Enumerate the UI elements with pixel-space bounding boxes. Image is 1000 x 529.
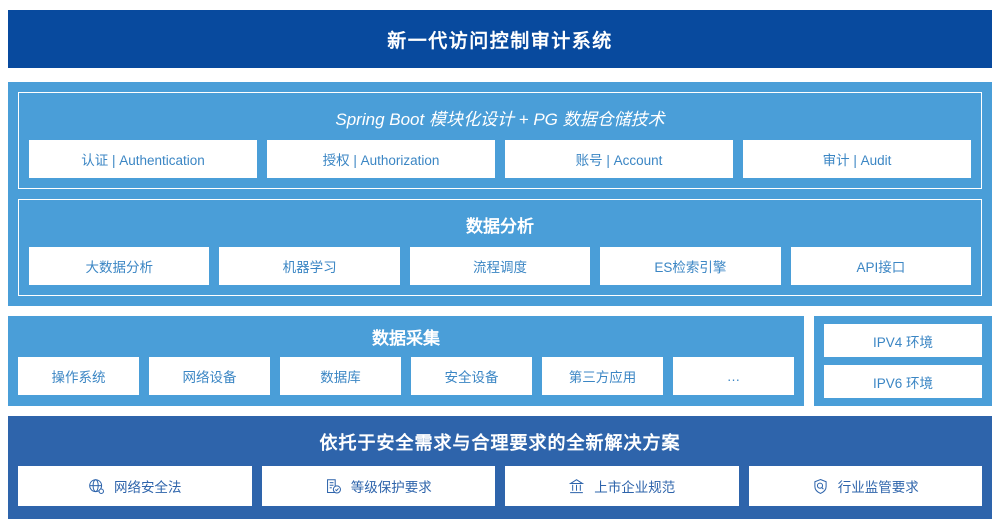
- data-collection-panel: 数据采集 操作系统 网络设备 数据库 安全设备 第三方应用 …: [8, 316, 804, 406]
- page-title-bar: 新一代访问控制审计系统: [8, 10, 992, 68]
- data-analysis-item-machine-learning[interactable]: 机器学习: [219, 247, 400, 285]
- collection-item-security-device[interactable]: 安全设备: [411, 357, 532, 395]
- platform-item-authorization[interactable]: 授权 | Authorization: [267, 140, 495, 178]
- compliance-panel: 依托于安全需求与合理要求的全新解决方案 网络安全法: [8, 416, 992, 519]
- platform-section-items: 认证 | Authentication 授权 | Authorization 账…: [29, 140, 971, 178]
- environment-item-ipv6[interactable]: IPV6 环境: [824, 365, 982, 398]
- data-collection-title: 数据采集: [372, 329, 440, 348]
- collection-item-operating-system[interactable]: 操作系统: [18, 357, 139, 395]
- environment-panel: IPV4 环境 IPV6 环境: [814, 316, 992, 406]
- page-title: 新一代访问控制审计系统: [387, 30, 613, 52]
- compliance-item-label: 上市企业规范: [594, 480, 676, 495]
- collection-item-more[interactable]: …: [673, 357, 794, 395]
- data-analysis-items: 大数据分析 机器学习 流程调度 ES检索引擎 API接口: [29, 247, 972, 285]
- compliance-item-label: 等级保护要求: [350, 480, 432, 495]
- compliance-item-label: 行业监管要求: [837, 480, 919, 495]
- platform-item-audit[interactable]: 审计 | Audit: [743, 140, 971, 178]
- compliance-item-listed-company-standard[interactable]: 上市企业规范: [505, 466, 739, 506]
- document-check-icon: [325, 478, 342, 495]
- platform-item-authentication[interactable]: 认证 | Authentication: [29, 140, 257, 178]
- platform-panel: Spring Boot 模块化设计 + PG 数据仓储技术 认证 | Authe…: [8, 82, 992, 306]
- globe-icon: [88, 478, 105, 495]
- data-analysis-item-big-data[interactable]: 大数据分析: [29, 247, 210, 285]
- compliance-item-industry-regulation[interactable]: 行业监管要求: [748, 466, 982, 506]
- platform-section-title: Spring Boot 模块化设计 + PG 数据仓储技术: [335, 110, 665, 129]
- compliance-title: 依托于安全需求与合理要求的全新解决方案: [319, 433, 681, 453]
- platform-section-data-analysis: 数据分析 大数据分析 机器学习 流程调度 ES检索引擎 API接口: [18, 199, 982, 296]
- collection-item-third-party-app[interactable]: 第三方应用: [542, 357, 663, 395]
- data-analysis-item-api[interactable]: API接口: [790, 247, 972, 285]
- compliance-items: 网络安全法 等级保护要求: [18, 466, 982, 506]
- platform-item-account[interactable]: 账号 | Account: [505, 140, 733, 178]
- compliance-item-classified-protection[interactable]: 等级保护要求: [261, 466, 495, 506]
- data-collection-items: 操作系统 网络设备 数据库 安全设备 第三方应用 …: [18, 357, 794, 395]
- collection-row: 数据采集 操作系统 网络设备 数据库 安全设备 第三方应用 … IPV4 环境 …: [8, 316, 992, 406]
- environment-item-ipv4[interactable]: IPV4 环境: [824, 324, 982, 357]
- data-analysis-title: 数据分析: [466, 217, 534, 236]
- collection-item-network-device[interactable]: 网络设备: [149, 357, 270, 395]
- bank-icon: [568, 478, 585, 495]
- compliance-item-cybersecurity-law[interactable]: 网络安全法: [18, 466, 252, 506]
- platform-section-spring-boot: Spring Boot 模块化设计 + PG 数据仓储技术 认证 | Authe…: [18, 92, 982, 189]
- data-analysis-item-es-search[interactable]: ES检索引擎: [600, 247, 781, 285]
- data-analysis-item-process-scheduling[interactable]: 流程调度: [409, 247, 591, 285]
- compliance-item-label: 网络安全法: [114, 480, 182, 495]
- collection-item-database[interactable]: 数据库: [280, 357, 401, 395]
- shield-search-icon: [812, 478, 829, 495]
